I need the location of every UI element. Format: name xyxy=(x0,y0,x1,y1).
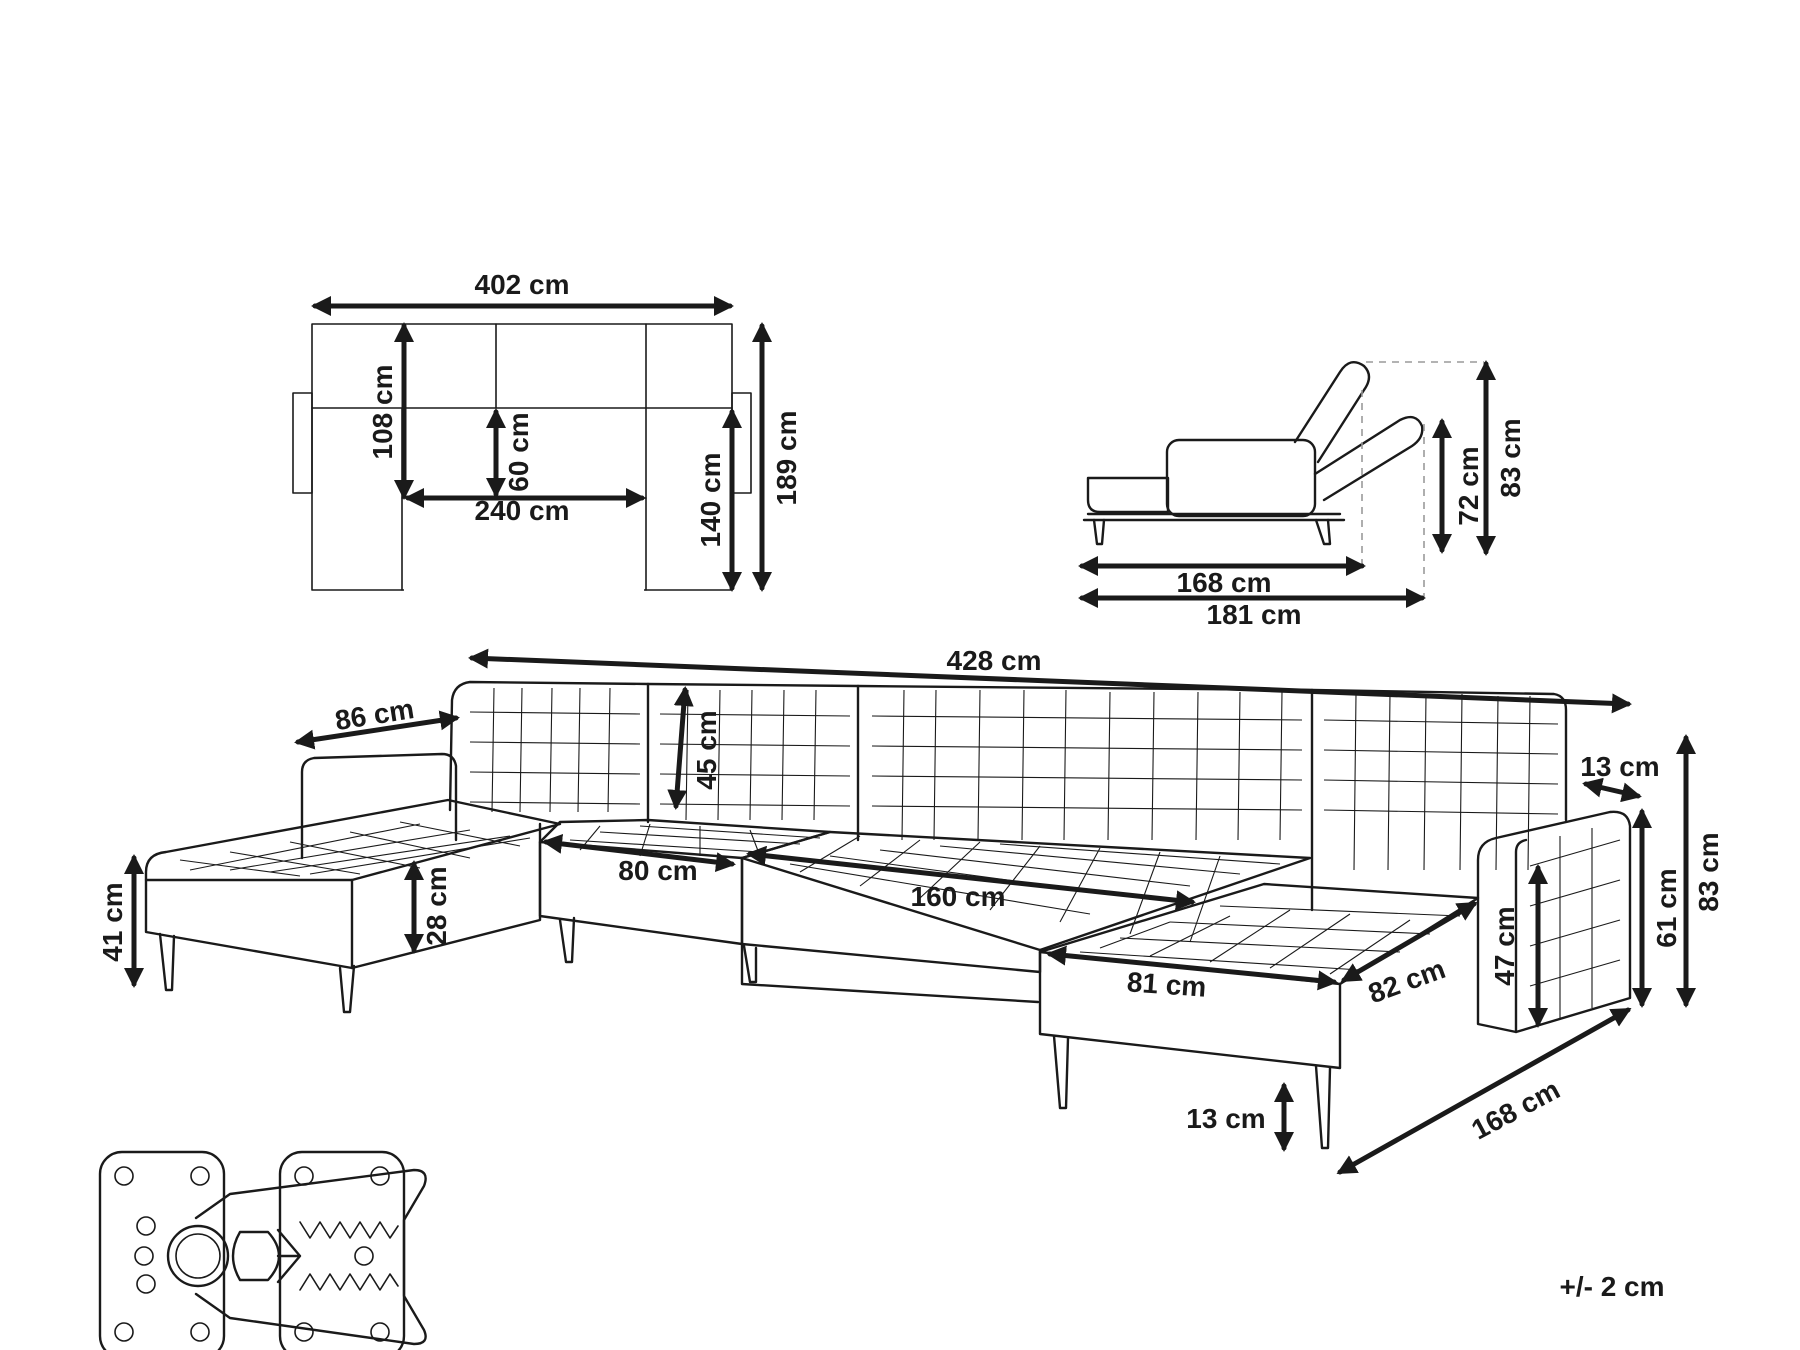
dim-label-length-total: 181 cm xyxy=(1207,599,1302,630)
dim-label-height-total: 83 cm xyxy=(1495,418,1526,497)
dim-label-chaise-length: 168 cm xyxy=(1466,1074,1564,1146)
dim-label-seat-thickness: 28 cm xyxy=(421,866,452,945)
dim-label-arm-depth: 13 cm xyxy=(1580,751,1659,782)
dim-label-module-width: 80 cm xyxy=(618,855,697,886)
dim-label-overall-height: 83 cm xyxy=(1693,832,1724,911)
dim-label-arm-inner-height: 47 cm xyxy=(1489,906,1520,985)
sofa-outline xyxy=(144,680,1632,1150)
dim-line-backrest-height xyxy=(667,686,694,810)
dim-line-chaise-width xyxy=(1046,945,1338,991)
dim-label-height-recline: 72 cm xyxy=(1453,446,1484,525)
dim-label-leg-height: 13 cm xyxy=(1186,1103,1265,1134)
main-view: 428 cm 86 cm 45 cm 41 cm 28 cm 80 cm 160… xyxy=(97,645,1724,1175)
dim-label-depth-left: 108 cm xyxy=(367,365,398,460)
dim-label-sofa-bed-width: 160 cm xyxy=(911,881,1006,912)
dim-label-backrest-height: 45 cm xyxy=(691,710,722,789)
dim-line-sofa-bed-width xyxy=(746,845,1196,911)
dim-label-seat-height: 41 cm xyxy=(97,882,128,961)
dim-label-arm-height: 61 cm xyxy=(1651,868,1682,947)
dim-label-length-seat: 168 cm xyxy=(1177,567,1272,598)
dim-line-arm-depth xyxy=(1582,777,1642,803)
dim-line-total-width xyxy=(468,648,1632,714)
dim-label-center-width: 240 cm xyxy=(475,495,570,526)
top-view: 402 cm 108 cm 60 cm 240 cm 140 cm 189 cm xyxy=(292,269,802,592)
dim-label-total-width: 428 cm xyxy=(947,645,1042,676)
dim-label-width: 402 cm xyxy=(475,269,570,300)
dim-label-armrest-width: 86 cm xyxy=(333,693,416,736)
dim-label-depth-center: 60 cm xyxy=(503,412,534,491)
dim-label-depth-total: 189 cm xyxy=(771,411,802,506)
dim-line-module-width xyxy=(542,833,736,873)
connector-bracket-icon xyxy=(98,1150,427,1350)
side-view: 72 cm 83 cm 168 cm 181 cm xyxy=(1078,360,1526,630)
side-view-outline xyxy=(1082,360,1424,546)
dim-line-armrest-width xyxy=(294,710,460,750)
dim-label-chaise-width: 81 cm xyxy=(1126,966,1207,1002)
tolerance-note: +/- 2 cm xyxy=(1559,1271,1664,1302)
dim-label-depth-right: 140 cm xyxy=(695,453,726,548)
dim-line-chaise-length xyxy=(1336,1007,1632,1175)
dim-line-chaise-depth xyxy=(1340,901,1478,983)
